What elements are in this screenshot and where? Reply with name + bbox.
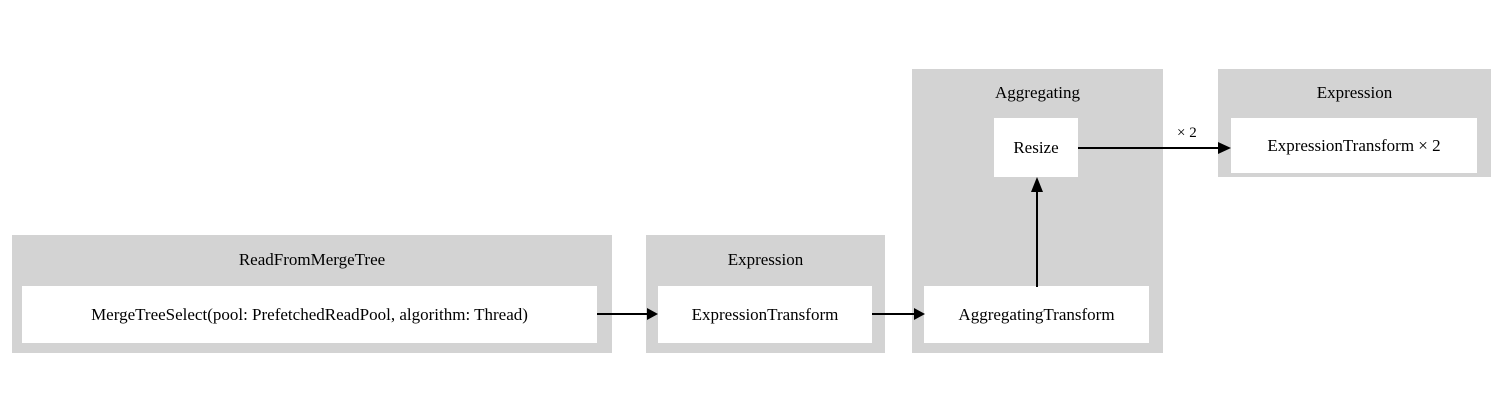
node-resize[interactable]: Resize [994, 118, 1078, 177]
cluster-label-read-from-merge-tree: ReadFromMergeTree [238, 250, 386, 269]
cluster-label-aggregating: Aggregating [995, 83, 1080, 102]
node-expression-transform[interactable]: ExpressionTransform [658, 286, 872, 343]
cluster-label-expression-2: Expression [1316, 83, 1393, 102]
edge-aggregating-transform-to-resize [1027, 176, 1047, 287]
edge-merge-tree-select-to-expression-transform [597, 304, 661, 324]
edge-label-resize-to-expression-transform-x2: × 2 [1177, 125, 1197, 141]
cluster-label-expression-1: Expression [727, 250, 804, 269]
node-aggregating-transform[interactable]: AggregatingTransform [924, 286, 1149, 343]
cluster-aggregating: Aggregating Resize AggregatingTransform [912, 69, 1163, 353]
edge-resize-to-expression-transform-x2 [1078, 138, 1234, 158]
cluster-expression-2: Expression ExpressionTransform × 2 [1218, 69, 1491, 177]
node-merge-tree-select[interactable]: MergeTreeSelect(pool: PrefetchedReadPool… [22, 286, 597, 343]
cluster-expression-1: Expression ExpressionTransform [646, 235, 885, 353]
cluster-read-from-merge-tree: ReadFromMergeTree MergeTreeSelect(pool: … [12, 235, 612, 353]
edge-expression-transform-to-aggregating-transform [872, 304, 928, 324]
node-expression-transform-x2[interactable]: ExpressionTransform × 2 [1231, 118, 1477, 173]
